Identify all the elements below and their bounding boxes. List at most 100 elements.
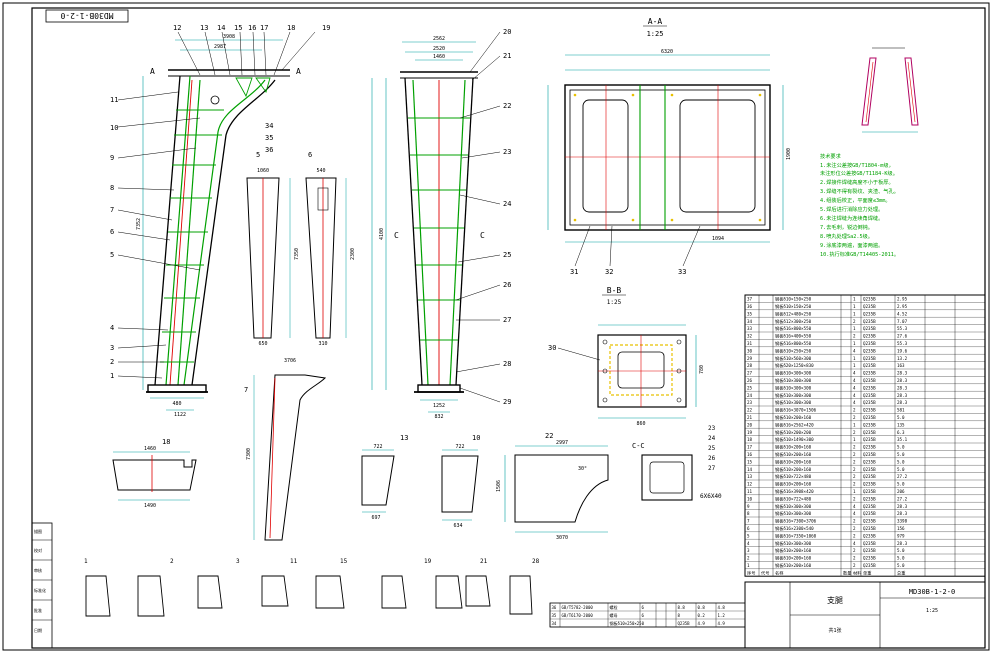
part-10-view: 10 722 634 <box>441 434 480 529</box>
table-cell: 2 <box>853 548 856 553</box>
table-cell: 4.52 <box>897 311 908 316</box>
leaders-right <box>455 31 501 403</box>
lower-table-cell: GB/T5782-2000 <box>562 605 594 610</box>
balloon-26: 26 <box>503 281 511 289</box>
table-cell: 钢板δ10×722×480 <box>775 473 812 480</box>
table-cell: Q235B <box>863 519 876 524</box>
table-cell: Q235B <box>863 348 876 353</box>
balloon-19: 19 <box>322 24 330 32</box>
dim-p5-b: 650 <box>258 341 267 347</box>
table-cell: 13 <box>747 474 753 479</box>
table-header: 总重 <box>897 569 905 575</box>
table-cell: 28.3 <box>897 385 908 390</box>
part-13-view: 13 722 697 <box>361 434 408 521</box>
table-cell: 5.0 <box>897 482 905 487</box>
section-a-right: A <box>296 67 301 76</box>
balloon-20: 20 <box>503 28 511 36</box>
table-cell: 钢板δ16×3908×420 <box>775 488 814 495</box>
table-cell: 1 <box>853 311 856 316</box>
table-cell: 钢板δ10×150×250 <box>775 303 812 310</box>
table-cell: Q235B <box>863 526 876 531</box>
part-5-view: 5 7350 1060 650 <box>246 151 300 347</box>
svg-text:28: 28 <box>532 558 540 565</box>
lower-table-cell: Q235B <box>678 621 691 626</box>
dim-p5-h: 7350 <box>294 248 300 260</box>
table-cell: 7 <box>747 519 750 524</box>
table-cell: 2 <box>853 408 856 413</box>
table-cell: 钢板δ10×200×160 <box>775 451 812 458</box>
table-cell: 27.6 <box>897 334 908 339</box>
table-cell: 1 <box>853 422 856 427</box>
title-sheet: 共1张 <box>828 627 841 634</box>
svg-text:5: 5 <box>256 151 260 159</box>
svg-text:25: 25 <box>708 445 716 452</box>
table-cell: 28 <box>747 363 753 368</box>
table-cell: 钢板δ10×250×250 <box>775 347 812 354</box>
lower-table-cell: 4.9 <box>698 621 706 626</box>
svg-text:6: 6 <box>308 151 312 159</box>
table-cell: Q235B <box>863 496 876 501</box>
table-cell: 36 <box>747 304 753 309</box>
table-cell: 钢板δ16×3070×1506 <box>775 407 817 414</box>
dim-bb-h: 780 <box>699 365 705 374</box>
table-cell: 28.3 <box>897 371 908 376</box>
svg-text:11: 11 <box>290 558 298 565</box>
table-cell: Q235B <box>863 408 876 413</box>
lower-table-cell: 0.2 <box>698 613 706 618</box>
dim-p6-h: 2300 <box>350 248 356 260</box>
table-header: 单重 <box>863 569 871 576</box>
balloon-7: 7 <box>110 206 114 214</box>
table-cell: 钢板δ10×200×160 <box>775 444 812 451</box>
table-cell: 钢板δ16×800×550 <box>775 325 812 332</box>
table-cell: 1 <box>853 304 856 309</box>
table-cell: 30 <box>747 348 753 353</box>
table-cell: 6 <box>747 526 750 531</box>
lower-table-cell: 4.9 <box>718 621 726 626</box>
leaders-left <box>117 31 316 379</box>
dim-top-sub: 2987 <box>214 44 226 50</box>
lower-table-cell: 6 <box>642 613 645 618</box>
table-cell: 5.0 <box>897 548 905 553</box>
dim-p10-w: 722 <box>455 444 464 450</box>
table-cell: Q235B <box>863 504 876 509</box>
table-cell: Q235B <box>863 563 876 568</box>
gusset-row <box>85 575 533 617</box>
svg-text:7.去毛刺，锐边倒钝。: 7.去毛刺，锐边倒钝。 <box>820 223 873 231</box>
dim-p13-b: 697 <box>371 515 380 521</box>
table-cell: 钢板δ10×200×200 <box>775 429 812 436</box>
lower-table-cell: 36 <box>552 605 557 610</box>
table-cell: 1 <box>853 356 856 361</box>
title-scale: 1:25 <box>926 608 938 614</box>
table-cell: 2 <box>853 526 856 531</box>
table-cell: 2 <box>853 467 856 472</box>
svg-text:7: 7 <box>244 386 248 394</box>
table-cell: 1 <box>853 363 856 368</box>
table-cell: 16 <box>747 452 753 457</box>
balloons-left: 11 10 9 8 7 6 5 4 3 2 1 12 13 14 15 16 1… <box>110 24 330 380</box>
table-header: 代号 <box>761 569 769 576</box>
table-cell: Q235B <box>863 363 876 368</box>
table-cell: 28.3 <box>897 400 908 405</box>
table-cell: 135 <box>897 422 905 427</box>
table-cell: 20 <box>747 422 753 427</box>
balloon-32: 32 <box>605 268 613 276</box>
balloon-15: 15 <box>234 24 242 32</box>
table-cell: 5.0 <box>897 467 905 472</box>
dim-top-main: 3908 <box>223 34 235 40</box>
leg-side-view: C C 2562 2520 1460 4100 1252 832 <box>371 36 485 420</box>
table-cell: 21 <box>747 415 753 420</box>
corner-drawing-no: MD30B-1-2-0 <box>45 9 129 23</box>
table-header: 材料 <box>853 569 862 576</box>
table-cell: 2 <box>853 482 856 487</box>
lower-table-cell: 4.8 <box>718 605 726 610</box>
svg-text:23: 23 <box>708 425 716 432</box>
table-cell: 156 <box>897 526 905 531</box>
balloon-24: 24 <box>503 200 511 208</box>
part-6-view: 6 2300 540 310 <box>305 151 356 347</box>
table-cell: 钢板δ10×300×300 <box>775 370 812 377</box>
section-bb-title: B-B <box>607 286 622 295</box>
title-name: 支腿 <box>827 595 843 605</box>
balloon-30: 30 <box>548 344 556 352</box>
table-cell: 24 <box>747 393 753 398</box>
